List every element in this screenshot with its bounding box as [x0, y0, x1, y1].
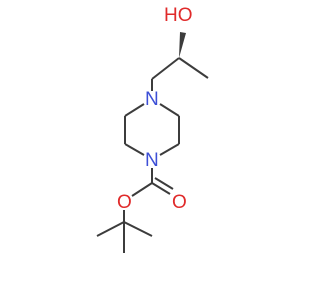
- bond-ch2-ch: [151, 57, 180, 80]
- bond-c6-n1: [124, 103, 145, 117]
- nitrogen-bottom-label: N: [145, 150, 159, 171]
- bond-c3-n4: [159, 143, 180, 156]
- wedge-bond-ch-oh: [179, 32, 186, 58]
- hydroxyl-label: HO: [164, 5, 193, 26]
- bond-ch-ch3: [178, 57, 209, 79]
- molecule-structure: HO N N O O: [96, 5, 209, 253]
- bond-carbonyl-o-double-1: [151, 182, 171, 195]
- bond-tbu-me-left: [96, 221, 125, 237]
- carbonyl-oxygen-label: O: [172, 192, 187, 213]
- ester-oxygen-label: O: [117, 192, 132, 213]
- nitrogen-top-label: N: [145, 89, 159, 110]
- bond-tbu-me-right: [123, 221, 153, 237]
- bond-carbonyl-o-double-2: [154, 177, 174, 190]
- bond-carbonyl-o-ester: [131, 182, 153, 197]
- bond-n4-c5: [124, 143, 145, 156]
- bond-n1-c2: [159, 103, 180, 117]
